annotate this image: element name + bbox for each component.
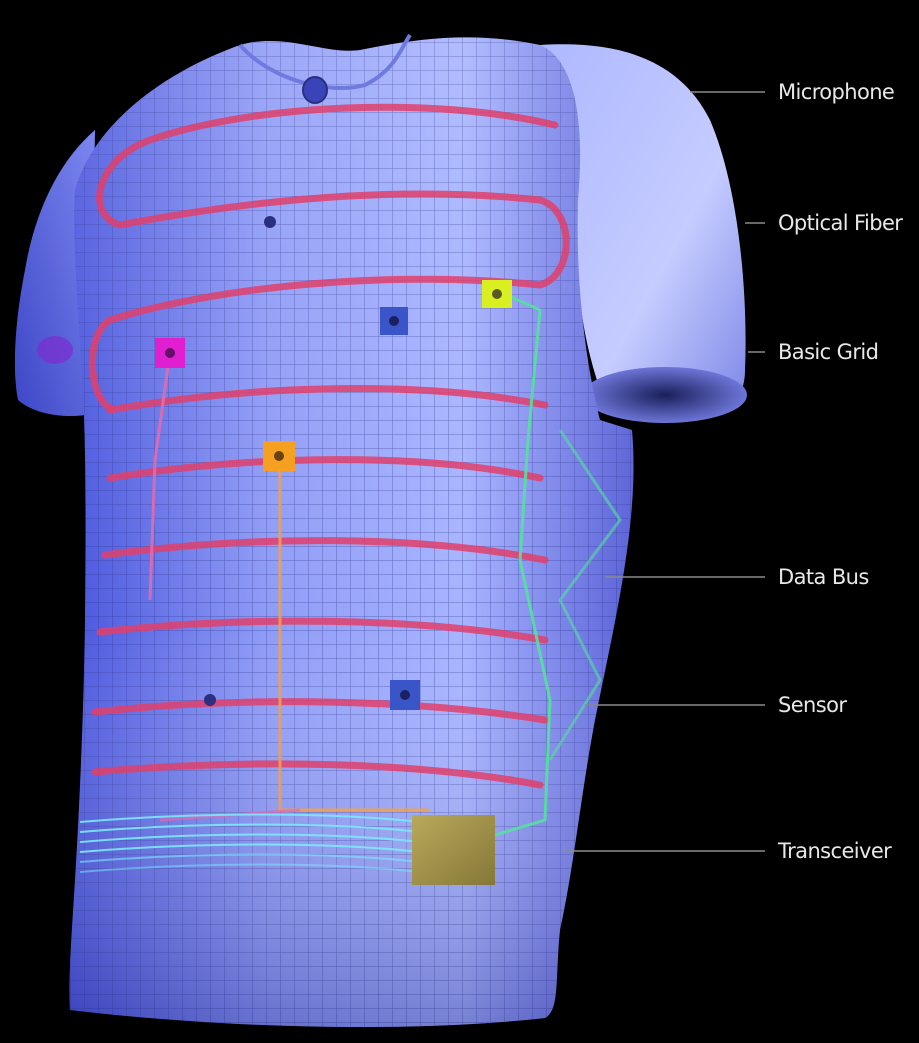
sensor-dot	[264, 216, 276, 228]
transceiver	[412, 815, 495, 885]
shirt-torso	[60, 30, 660, 1030]
left-sleeve-patch	[37, 336, 73, 364]
label-basic-grid: Basic Grid	[778, 340, 878, 364]
label-sensor: Sensor	[778, 693, 846, 717]
label-transceiver: Transceiver	[778, 839, 891, 863]
label-data-bus: Data Bus	[778, 565, 869, 589]
sensor-dot	[204, 694, 216, 706]
microphone	[303, 77, 327, 103]
label-microphone: Microphone	[778, 80, 894, 104]
label-optical-fiber: Optical Fiber	[778, 211, 902, 235]
sleeve-opening	[583, 367, 747, 423]
